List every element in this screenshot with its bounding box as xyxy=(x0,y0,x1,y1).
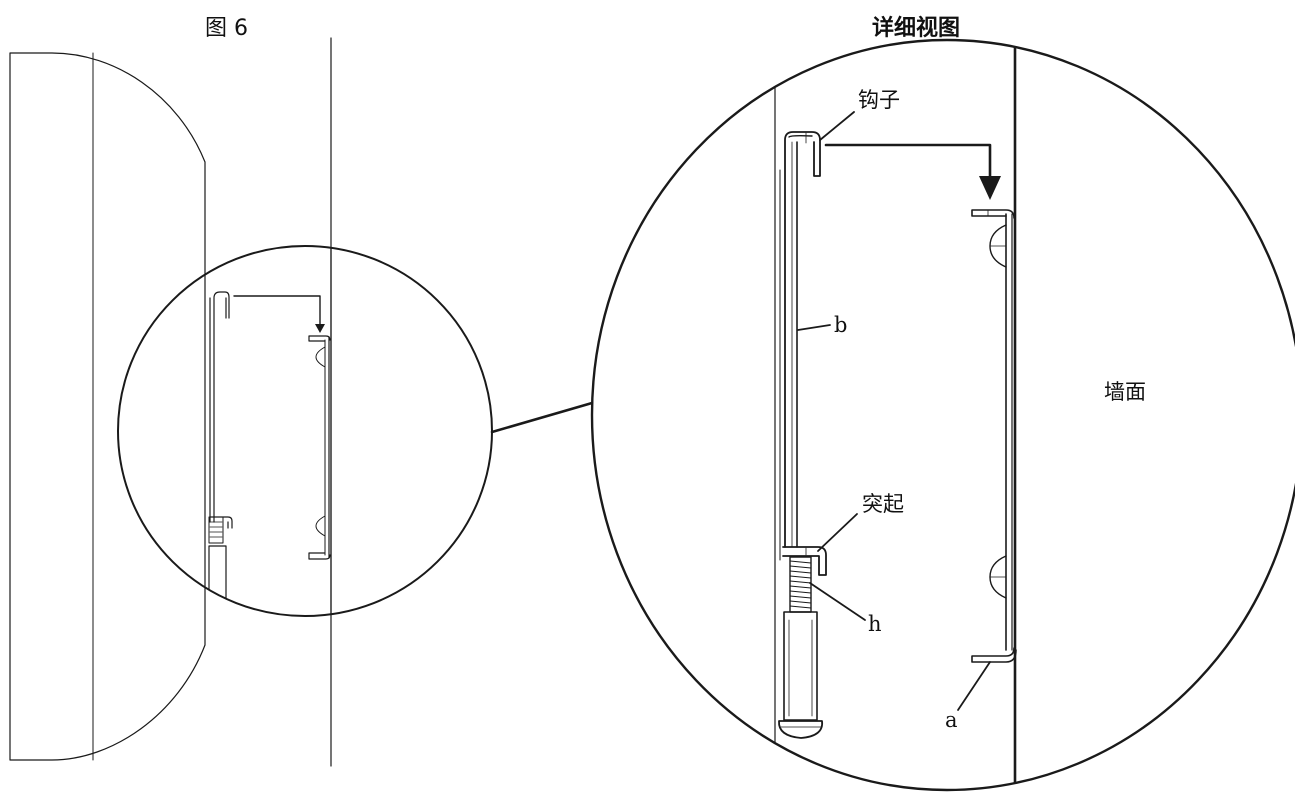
detail-view-title: 详细视图 xyxy=(872,16,961,41)
hook-label: 钩子 xyxy=(858,88,900,112)
detail-leader-line xyxy=(490,401,594,434)
b-label: b xyxy=(834,313,848,337)
mini-arrow xyxy=(233,295,321,328)
overview-view xyxy=(9,37,594,767)
protrusion-label: 突起 xyxy=(862,492,904,516)
wall-plate xyxy=(971,209,1017,663)
insertion-arrow xyxy=(824,143,1001,200)
device-outline xyxy=(9,52,206,761)
protrusion-leader xyxy=(817,513,858,552)
screw xyxy=(789,556,812,613)
h-label: h xyxy=(868,612,882,636)
wall-label: 墙面 xyxy=(1104,380,1146,404)
a-leader xyxy=(957,661,991,711)
a-label: a xyxy=(945,708,958,732)
wall-anchor xyxy=(778,611,824,739)
magnify-circle xyxy=(117,245,493,617)
mini-bracket xyxy=(209,291,230,523)
hook-leader xyxy=(819,111,855,141)
h-leader xyxy=(809,582,866,621)
b-leader xyxy=(797,324,831,331)
figure-title: 图 6 xyxy=(205,16,248,41)
detail-circle xyxy=(590,38,1295,792)
device-bracket xyxy=(779,131,821,561)
detail-view xyxy=(590,38,1295,792)
protrusion xyxy=(782,546,827,576)
